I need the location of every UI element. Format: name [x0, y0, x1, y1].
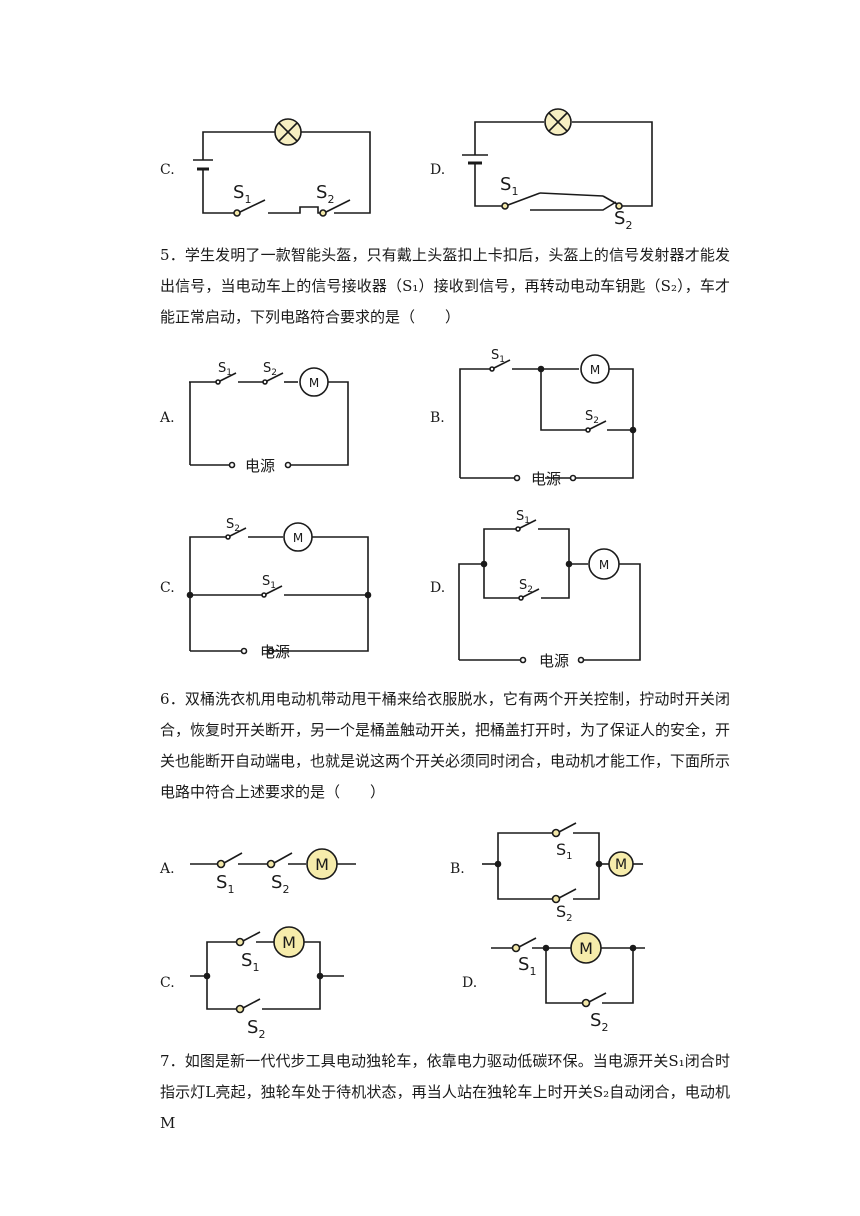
- q5-option-b: B.: [430, 410, 445, 426]
- question-5-text: 5．学生发明了一款智能头盔，只有戴上头盔扣上卡扣后，头盔上的信号发射器才能发出信…: [160, 246, 730, 326]
- q6-option-b: B.: [450, 861, 465, 877]
- motor-label: M: [293, 531, 303, 545]
- question-7-text: 7．如图是新一代代步工具电动独轮车，依靠电力驱动低碳环保。当电源开关S₁闭合时指…: [160, 1052, 730, 1132]
- label-s2: S2: [614, 208, 632, 232]
- power-label: 电源: [260, 643, 290, 661]
- label-s1: S1: [518, 954, 536, 978]
- label-s2: S2: [271, 872, 289, 896]
- label-s1: S1: [241, 950, 259, 974]
- lamp-icon: [544, 108, 572, 136]
- q4-option-d: D.: [430, 162, 446, 178]
- q6-circuit-c: M S1 S2: [190, 926, 344, 1041]
- label-s1: S1: [556, 840, 573, 862]
- q5-option-c: C.: [160, 580, 175, 596]
- power-label: 电源: [531, 470, 561, 488]
- power-label: 电源: [245, 457, 275, 475]
- q5-option-d: D.: [430, 580, 446, 596]
- label-s1: S1: [216, 872, 234, 896]
- switch-s1-icon: [501, 192, 541, 210]
- label-s2: S2: [556, 902, 573, 924]
- lamp-icon: [274, 118, 302, 146]
- label-s1: S1: [491, 348, 505, 365]
- motor-label: M: [579, 939, 593, 958]
- motor-label: M: [590, 363, 600, 377]
- question-6-text: 6．双桶洗衣机用电动机带动甩干桶来给衣服脱水，它有两个开关控制，拧动时开关闭合，…: [160, 690, 731, 801]
- q4-circuit-d: S1 S2: [462, 108, 653, 232]
- q4-option-c: C.: [160, 162, 175, 178]
- label-s1: S1: [500, 174, 518, 198]
- q6-option-c: C.: [160, 975, 175, 991]
- q5-option-a: A.: [160, 410, 175, 426]
- label-s1: S1: [262, 574, 276, 591]
- q6-circuit-b: M S1 S2: [482, 822, 643, 924]
- q5-circuit-c: M 电源 S2 S1: [186, 517, 372, 661]
- switch-s1-icon: [233, 199, 266, 217]
- q5-circuit-b: M 电源 S1 S2: [459, 348, 637, 488]
- label-s2: S2: [226, 517, 240, 534]
- power-label: 电源: [539, 652, 569, 670]
- label-s1: S1: [516, 509, 530, 526]
- battery-icon: [193, 159, 213, 171]
- q5-circuit-a: M 电源 S1 S2: [189, 361, 349, 475]
- q4-circuit-c: S1 S2: [193, 118, 371, 217]
- label-s2: S2: [263, 361, 277, 378]
- motor-label: M: [599, 558, 609, 572]
- label-s2: S2: [590, 1010, 608, 1034]
- q6-circuit-d: M S1 S2: [491, 932, 645, 1034]
- motor-label: M: [309, 376, 319, 390]
- label-s2: S2: [519, 578, 533, 595]
- switch-s2-icon: [319, 199, 351, 217]
- q6-option-d: D.: [462, 975, 478, 991]
- label-s2: S2: [585, 409, 599, 426]
- label-s2: S2: [316, 182, 334, 206]
- q6-option-a: A.: [160, 861, 175, 877]
- label-s1: S1: [218, 361, 232, 378]
- switch-s2-icon: [615, 202, 623, 210]
- motor-label: M: [282, 933, 296, 952]
- motor-label: M: [615, 857, 627, 873]
- label-s1: S1: [233, 182, 251, 206]
- q5-circuit-d: M 电源 S1 S2: [458, 509, 641, 670]
- label-s2: S2: [247, 1017, 265, 1041]
- q6-circuit-a: M S1 S2: [190, 848, 356, 896]
- motor-label: M: [315, 855, 329, 874]
- battery-icon: [462, 154, 488, 165]
